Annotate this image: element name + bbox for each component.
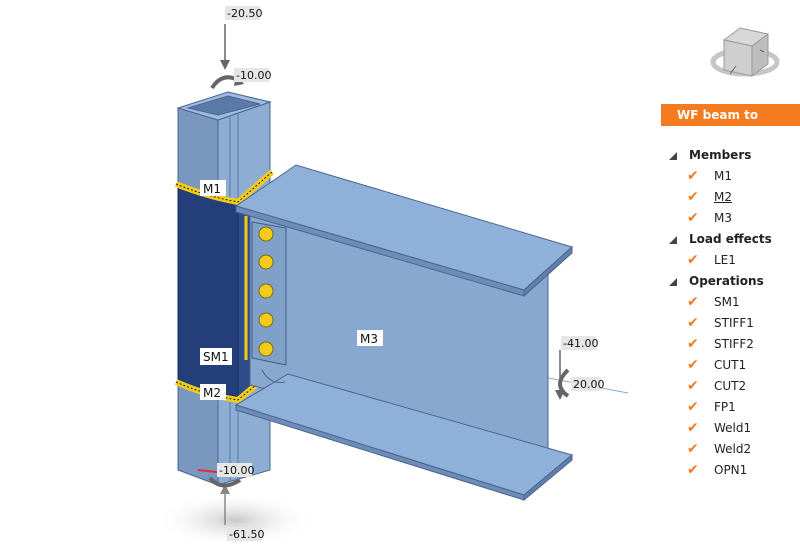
bottom-moment-arrow <box>208 476 242 488</box>
view-cube-icon[interactable] <box>710 27 780 77</box>
tree-item-label: M2 <box>714 190 732 204</box>
tree-item-label: M1 <box>714 169 732 183</box>
tree-item-label: STIFF2 <box>714 337 754 351</box>
bolt[interactable] <box>258 226 274 242</box>
check-icon[interactable]: ✔ <box>687 168 699 184</box>
tree-group-operations[interactable]: Operations <box>650 271 800 292</box>
tree-item-label: LE1 <box>714 253 736 267</box>
bolt[interactable] <box>258 283 274 299</box>
bolt[interactable] <box>258 341 274 357</box>
check-icon[interactable]: ✔ <box>687 315 699 331</box>
tree-item-label: M3 <box>714 211 732 225</box>
beam-moment-label: 20.00 <box>573 378 605 391</box>
tree-item-le1[interactable]: ✔ LE1 <box>650 250 800 271</box>
check-icon[interactable]: ✔ <box>687 378 699 394</box>
check-icon[interactable]: ✔ <box>687 294 699 310</box>
tree-item-label: Weld1 <box>714 421 752 435</box>
tree-item-opn1[interactable]: ✔ OPN1 <box>650 460 800 481</box>
tree-item-fp1[interactable]: ✔ FP1 <box>650 397 800 418</box>
bolt[interactable] <box>258 312 274 328</box>
tree-title[interactable]: WF beam to HSS <box>661 104 800 144</box>
check-icon[interactable]: ✔ <box>687 252 699 268</box>
collapse-triangle-icon[interactable] <box>669 152 677 160</box>
plate-sm1[interactable] <box>177 186 239 398</box>
bottom-moment-label: -10.00 <box>219 464 254 477</box>
check-icon[interactable]: ✔ <box>687 357 699 373</box>
model-tree-panel: WF beam to HSS Members ✔ M1 ✔ M2 ✔ M3 Load … <box>650 104 800 481</box>
member-label-m2: M2 <box>203 386 221 400</box>
check-icon[interactable]: ✔ <box>687 189 699 205</box>
tree-item-label: OPN1 <box>714 463 748 477</box>
tree-item-stiff2[interactable]: ✔ STIFF2 <box>650 334 800 355</box>
tree-group-label: Operations <box>689 274 764 288</box>
tree-item-cut2[interactable]: ✔ CUT2 <box>650 376 800 397</box>
tree-item-m1[interactable]: ✔ M1 <box>650 166 800 187</box>
bottom-force-arrow <box>220 484 230 525</box>
beam-force-label: -41.00 <box>563 337 598 350</box>
weld-2-outline <box>175 379 263 401</box>
check-icon[interactable]: ✔ <box>687 399 699 415</box>
top-force-label: -20.50 <box>227 7 262 20</box>
check-icon[interactable]: ✔ <box>687 441 699 457</box>
collapse-triangle-icon[interactable] <box>669 236 677 244</box>
tree-item-stiff1[interactable]: ✔ STIFF1 <box>650 313 800 334</box>
ground-shadow <box>155 492 315 548</box>
bolt-group[interactable] <box>258 226 274 357</box>
collapse-triangle-icon[interactable] <box>669 278 677 286</box>
beam-moment-arrow <box>558 368 570 398</box>
tree-item-weld2[interactable]: ✔ Weld2 <box>650 439 800 460</box>
beam-m3[interactable] <box>234 164 574 502</box>
bolt[interactable] <box>258 254 274 270</box>
tree-group-label: Load effects <box>689 232 772 246</box>
tree-item-label: CUT1 <box>714 358 747 372</box>
tree-item-label: CUT2 <box>714 379 747 393</box>
tree-item-label: SM1 <box>714 295 740 309</box>
check-icon[interactable]: ✔ <box>687 462 699 478</box>
tree-item-sm1[interactable]: ✔ SM1 <box>650 292 800 313</box>
member-label-m1: M1 <box>203 182 221 196</box>
top-moment-label: -10.00 <box>236 69 271 82</box>
bottom-force-label: -61.50 <box>229 528 264 541</box>
tree-item-m2[interactable]: ✔ M2 <box>650 187 800 208</box>
tree-item-m3[interactable]: ✔ M3 <box>650 208 800 229</box>
tree-item-weld1[interactable]: ✔ Weld1 <box>650 418 800 439</box>
top-force-arrow <box>220 24 230 70</box>
tree-item-label: STIFF1 <box>714 316 754 330</box>
tree-group-label: Members <box>689 148 752 162</box>
member-label-m3: M3 <box>360 332 378 346</box>
member-label-sm1: SM1 <box>203 350 229 364</box>
tree-item-label: Weld2 <box>714 442 752 456</box>
check-icon[interactable]: ✔ <box>687 420 699 436</box>
tree-group-members[interactable]: Members <box>650 145 800 166</box>
tree-group-load-effects[interactable]: Load effects <box>650 229 800 250</box>
weld-1-outline <box>175 171 273 203</box>
tree-item-label: FP1 <box>714 400 736 414</box>
tree-item-cut1[interactable]: ✔ CUT1 <box>650 355 800 376</box>
check-icon[interactable]: ✔ <box>687 210 699 226</box>
check-icon[interactable]: ✔ <box>687 336 699 352</box>
